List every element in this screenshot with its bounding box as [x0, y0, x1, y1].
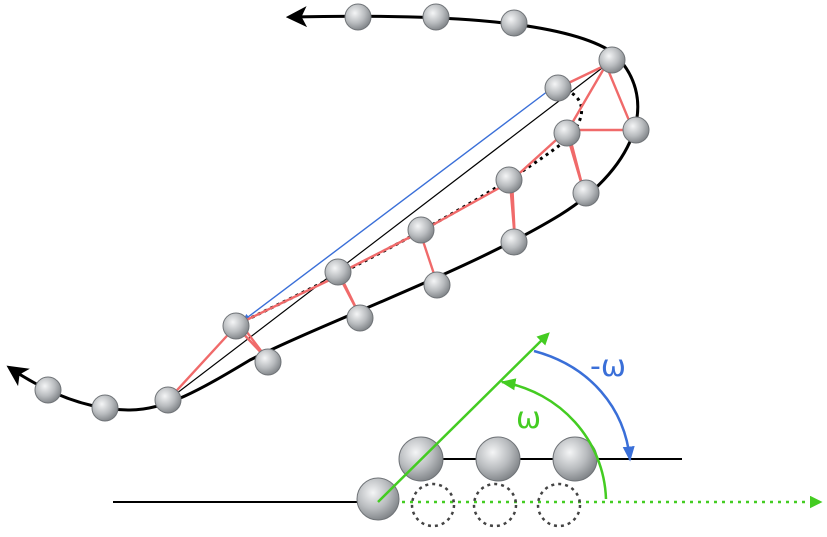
bead-icon	[572, 179, 600, 207]
bead-icon	[423, 271, 451, 299]
bead-icon	[91, 394, 119, 422]
spring-zigzag	[167, 63, 635, 401]
bead-icon	[500, 9, 528, 37]
bead-icon	[34, 376, 62, 404]
bead-icon	[495, 166, 523, 194]
bead-icon	[154, 386, 182, 414]
neg-omega-arc	[533, 349, 635, 462]
ghost-bead-icon	[536, 482, 582, 528]
hairpin-panel	[6, 3, 650, 422]
end-to-end-line	[167, 64, 607, 401]
bead-icon	[356, 477, 400, 521]
bead-icon	[553, 119, 581, 147]
bead-icon	[422, 3, 450, 31]
blue-distance-arrow	[242, 87, 554, 321]
trajectory-curve	[285, 6, 613, 54]
bead-icon	[475, 436, 521, 482]
bead-icon	[254, 348, 282, 376]
omega-arc	[500, 378, 608, 500]
omega-label: ω	[516, 401, 541, 436]
bead-icon	[598, 46, 626, 74]
bead-icon	[500, 228, 528, 256]
ghost-bead-icon	[410, 482, 456, 528]
bead-icon	[346, 304, 374, 332]
ghost-bead-icon	[472, 482, 518, 528]
bead-group	[34, 3, 650, 422]
trajectory-curve-lower	[6, 50, 640, 412]
bead-icon	[222, 312, 250, 340]
bead-icon	[544, 74, 572, 102]
neg-omega-label: -ω	[590, 349, 626, 384]
bead-icon	[344, 3, 372, 31]
rotation-panel: ω -ω	[113, 332, 823, 528]
bead-icon	[324, 258, 352, 286]
rotated-axis-green	[377, 332, 550, 503]
bead-icon	[622, 116, 650, 144]
bead-icon	[407, 216, 435, 244]
dotted-backbone	[239, 88, 583, 325]
